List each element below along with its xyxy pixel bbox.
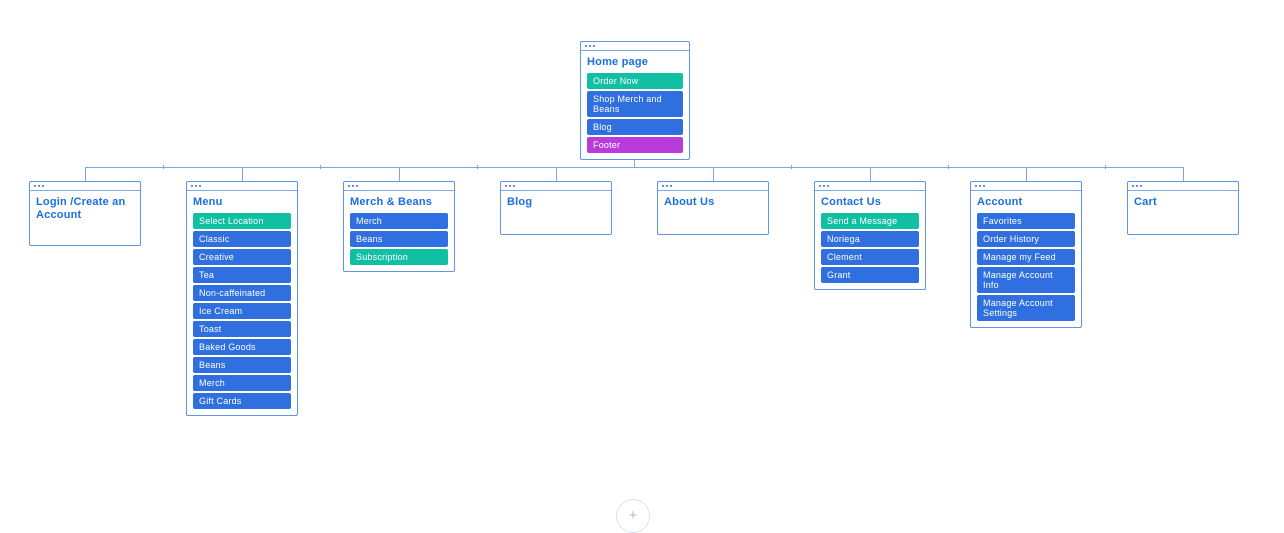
connector-junction-tick [477, 165, 478, 169]
connector-drop-menu [242, 167, 243, 181]
page-block[interactable]: Baked Goods [193, 339, 291, 355]
page-block[interactable]: Toast [193, 321, 291, 337]
node-login-create-account[interactable]: Login /Create an Account [29, 181, 141, 246]
window-titlebar [344, 182, 454, 191]
page-block[interactable]: Noriega [821, 231, 919, 247]
connector-junction-tick [163, 165, 164, 169]
window-dots-icon [505, 185, 515, 187]
node-title[interactable]: Blog [507, 196, 533, 208]
window-dots-icon [585, 45, 595, 47]
page-block[interactable]: Merch [350, 213, 448, 229]
page-block[interactable]: Subscription [350, 249, 448, 265]
window-dots-icon [819, 185, 829, 187]
page-block[interactable]: Manage Account Settings [977, 295, 1075, 321]
window-dots-icon [191, 185, 201, 187]
page-block[interactable]: Shop Merch and Beans [587, 91, 683, 117]
node-title[interactable]: Contact Us [821, 196, 882, 208]
node-title[interactable]: Cart [1134, 196, 1157, 208]
node-blog[interactable]: Blog [500, 181, 612, 235]
node-title[interactable]: Menu [193, 196, 223, 208]
connector-drop-about [713, 167, 714, 181]
window-titlebar [501, 182, 611, 191]
node-cart[interactable]: Cart [1127, 181, 1239, 235]
page-block[interactable]: Select Location [193, 213, 291, 229]
window-titlebar [581, 42, 689, 51]
node-account[interactable]: Account Favorites Order History Manage m… [970, 181, 1082, 328]
page-block[interactable]: Tea [193, 267, 291, 283]
page-block[interactable]: Favorites [977, 213, 1075, 229]
window-titlebar [1128, 182, 1238, 191]
page-block[interactable]: Non-caffeinated [193, 285, 291, 301]
page-block[interactable]: Classic [193, 231, 291, 247]
window-titlebar [815, 182, 925, 191]
page-block[interactable]: Beans [193, 357, 291, 373]
window-dots-icon [975, 185, 985, 187]
page-block[interactable]: Blog [587, 119, 683, 135]
connector-drop-merch [399, 167, 400, 181]
sitemap-canvas: Home page Order Now Shop Merch and Beans… [29, 41, 1239, 533]
connector-drop-login [85, 167, 86, 181]
connector-drop-cart [1183, 167, 1184, 181]
page-block[interactable]: Manage Account Info [977, 267, 1075, 293]
connector-junction-tick [1105, 165, 1106, 169]
window-titlebar [187, 182, 297, 191]
page-block[interactable]: Beans [350, 231, 448, 247]
node-contact-us[interactable]: Contact Us Send a Message Noriega Clemen… [814, 181, 926, 290]
page-block[interactable]: Ice Cream [193, 303, 291, 319]
connector-trunk [85, 167, 1183, 168]
page-block[interactable]: Manage my Feed [977, 249, 1075, 265]
page-block[interactable]: Order Now [587, 73, 683, 89]
page-block[interactable]: Order History [977, 231, 1075, 247]
node-menu[interactable]: Menu Select Location Classic Creative Te… [186, 181, 298, 416]
window-dots-icon [662, 185, 672, 187]
connector-root-stub [634, 153, 635, 167]
node-title[interactable]: Home page [587, 56, 649, 68]
window-dots-icon [34, 185, 44, 187]
connector-drop-account [1026, 167, 1027, 181]
node-title[interactable]: About Us [664, 196, 715, 208]
node-title[interactable]: Account [977, 196, 1023, 208]
window-dots-icon [1132, 185, 1142, 187]
node-home-page[interactable]: Home page Order Now Shop Merch and Beans… [580, 41, 690, 160]
page-block[interactable]: Merch [193, 375, 291, 391]
page-block[interactable]: Clement [821, 249, 919, 265]
connector-drop-contact [870, 167, 871, 181]
connector-junction-tick [791, 165, 792, 169]
page-block[interactable]: Creative [193, 249, 291, 265]
node-title[interactable]: Login /Create an Account [36, 196, 126, 221]
page-block[interactable]: Send a Message [821, 213, 919, 229]
page-block[interactable]: Gift Cards [193, 393, 291, 409]
connector-junction-tick [948, 165, 949, 169]
window-dots-icon [348, 185, 358, 187]
node-about-us[interactable]: About Us [657, 181, 769, 235]
node-merch-beans[interactable]: Merch & Beans Merch Beans Subscription [343, 181, 455, 272]
window-titlebar [971, 182, 1081, 191]
page-block[interactable]: Grant [821, 267, 919, 283]
connector-junction-tick [320, 165, 321, 169]
window-titlebar [30, 182, 140, 191]
page-block[interactable]: Footer [587, 137, 683, 153]
connector-drop-blog [556, 167, 557, 181]
add-node-button[interactable]: + [616, 499, 650, 533]
node-title[interactable]: Merch & Beans [350, 196, 433, 208]
window-titlebar [658, 182, 768, 191]
